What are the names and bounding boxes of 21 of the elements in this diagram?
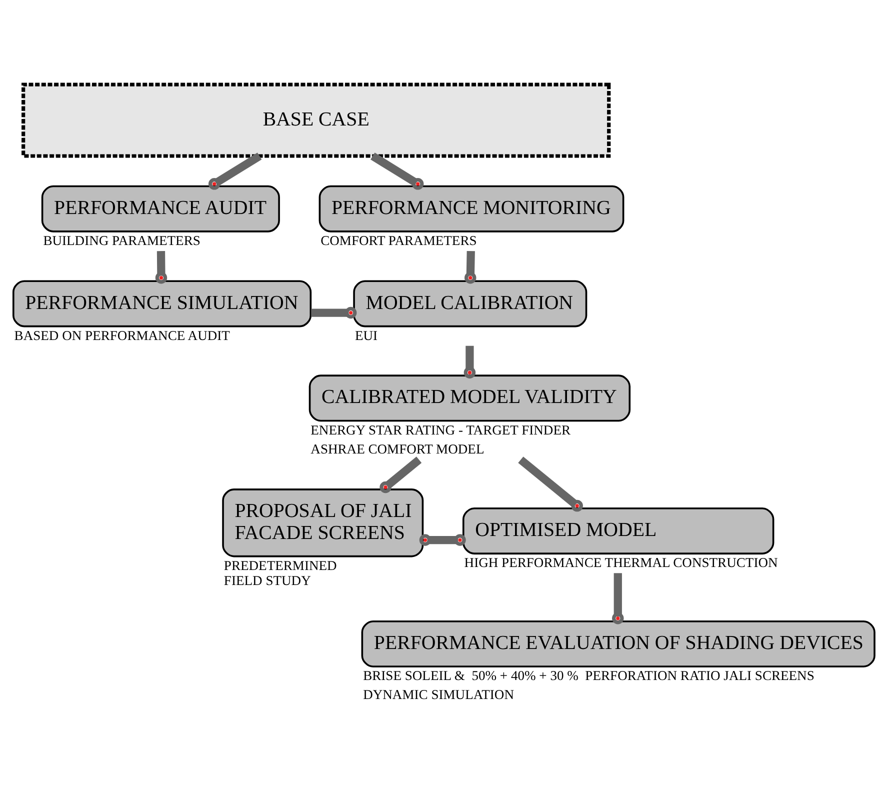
connector bbox=[612, 573, 624, 624]
node-label: DYNAMIC SIMULATION bbox=[363, 687, 514, 702]
node-label: BRISE SOLEIL & 50% + 40% + 30 % PERFORATION RATIO JALI SCREENS bbox=[363, 668, 814, 684]
node-label: BUILDING PARAMETERS bbox=[43, 233, 200, 248]
node-label: PREDETERMINED FIELD STUDY bbox=[224, 558, 337, 588]
connector bbox=[518, 456, 583, 512]
connector bbox=[380, 456, 422, 494]
connector bbox=[311, 306, 357, 319]
connector bbox=[208, 152, 262, 190]
connector bbox=[155, 251, 168, 284]
connector bbox=[419, 534, 466, 546]
node-label: ENERGY STAR RATING - TARGET FINDER bbox=[310, 422, 571, 438]
connector bbox=[464, 346, 476, 378]
node-label: ASHRAE COMFORT MODEL bbox=[310, 441, 484, 456]
node-box: BASE CASE bbox=[22, 82, 611, 158]
node-label: COMFORT PARAMETERS bbox=[320, 233, 477, 248]
connector bbox=[370, 152, 424, 190]
node-label: HIGH PERFORMANCE THERMAL CONSTRUCTION bbox=[464, 555, 778, 570]
connector bbox=[464, 251, 476, 284]
node-label: EUI bbox=[354, 328, 378, 343]
node-label: BASED ON PERFORMANCE AUDIT bbox=[14, 328, 230, 343]
